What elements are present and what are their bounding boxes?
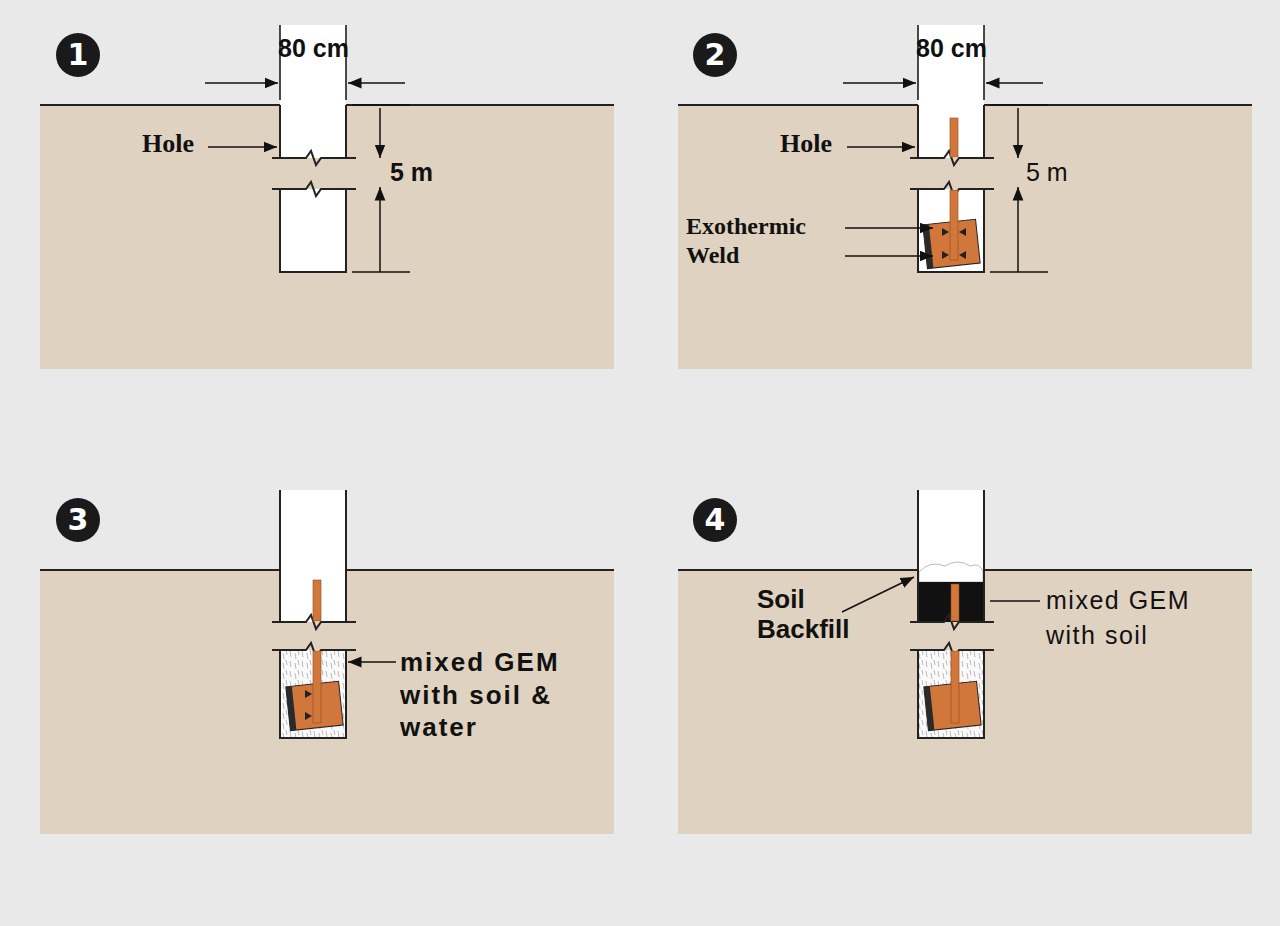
part-label: Exothermic Weld [686,212,846,270]
dimension-text: 80 cm [278,34,349,63]
part-label: mixed GEM with soil & water [400,646,590,744]
dimension-text: 5 m [1026,158,1068,187]
dimension [205,25,410,272]
dimension [843,25,1048,272]
copper-rod [923,118,980,269]
ground [678,570,1252,834]
callout-circle: 3 [56,498,100,542]
copper-rod [924,584,981,731]
callout-circle: 1 [56,33,100,77]
leader-line [348,661,396,663]
leader-line [990,600,1040,602]
part-label: mixed GEM with soil [1046,583,1216,653]
dimension-text: 80 cm [916,34,987,63]
part-label: Hole [142,129,194,159]
callout-circle: 2 [693,33,737,77]
hole [678,25,1252,272]
copper-rod [286,580,343,731]
part-label: Hole [780,129,832,159]
leader-line [842,577,914,612]
callout-number: 1 [68,40,89,70]
callout-number: 3 [68,505,89,535]
dimension-text: 5 m [390,158,433,187]
callout-circle: 4 [693,498,737,542]
hole [678,490,1252,738]
callout-number: 2 [705,40,726,70]
hole [40,25,614,272]
callout-number: 4 [705,505,726,535]
part-label: Soil Backfill [757,585,872,645]
